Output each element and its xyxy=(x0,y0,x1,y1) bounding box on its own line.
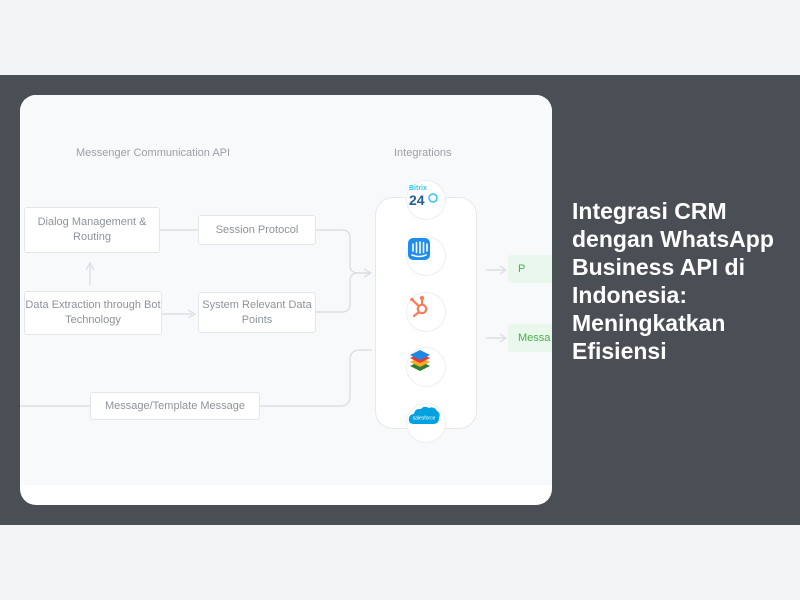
article-title: Integrasi CRM dengan WhatsApp Business A… xyxy=(572,198,774,364)
hero-banner: Messenger Communication API Integrations… xyxy=(0,75,800,525)
dialog-management-node: Dialog Management & Routing xyxy=(24,207,160,253)
api-section-title: Messenger Communication API xyxy=(76,147,231,159)
salesforce-icon: salesforce xyxy=(406,403,446,443)
diagram-card: Messenger Communication API Integrations… xyxy=(20,95,552,505)
bitrix24-icon: Bitrix 24 xyxy=(406,180,446,220)
data-points-node: System Relevant Data Points xyxy=(198,292,316,333)
output-chip-1: P xyxy=(508,255,552,283)
connector-lines xyxy=(20,229,508,407)
session-protocol-node: Session Protocol xyxy=(198,215,316,245)
integrations-section-title: Integrations xyxy=(394,147,452,159)
integration-diagram: Messenger Communication API Integrations… xyxy=(20,95,552,505)
svg-text:24: 24 xyxy=(409,192,425,208)
svg-text:salesforce: salesforce xyxy=(413,416,436,422)
intercom-icon xyxy=(406,236,446,276)
message-template-node: Message/Template Message xyxy=(90,392,260,420)
svg-text:Bitrix: Bitrix xyxy=(409,185,427,192)
hubspot-icon xyxy=(406,292,446,332)
output-chip-2: Messa xyxy=(508,324,552,352)
layers-icon xyxy=(406,347,446,387)
data-extraction-node: Data Extraction through Bot Technology xyxy=(24,291,162,335)
